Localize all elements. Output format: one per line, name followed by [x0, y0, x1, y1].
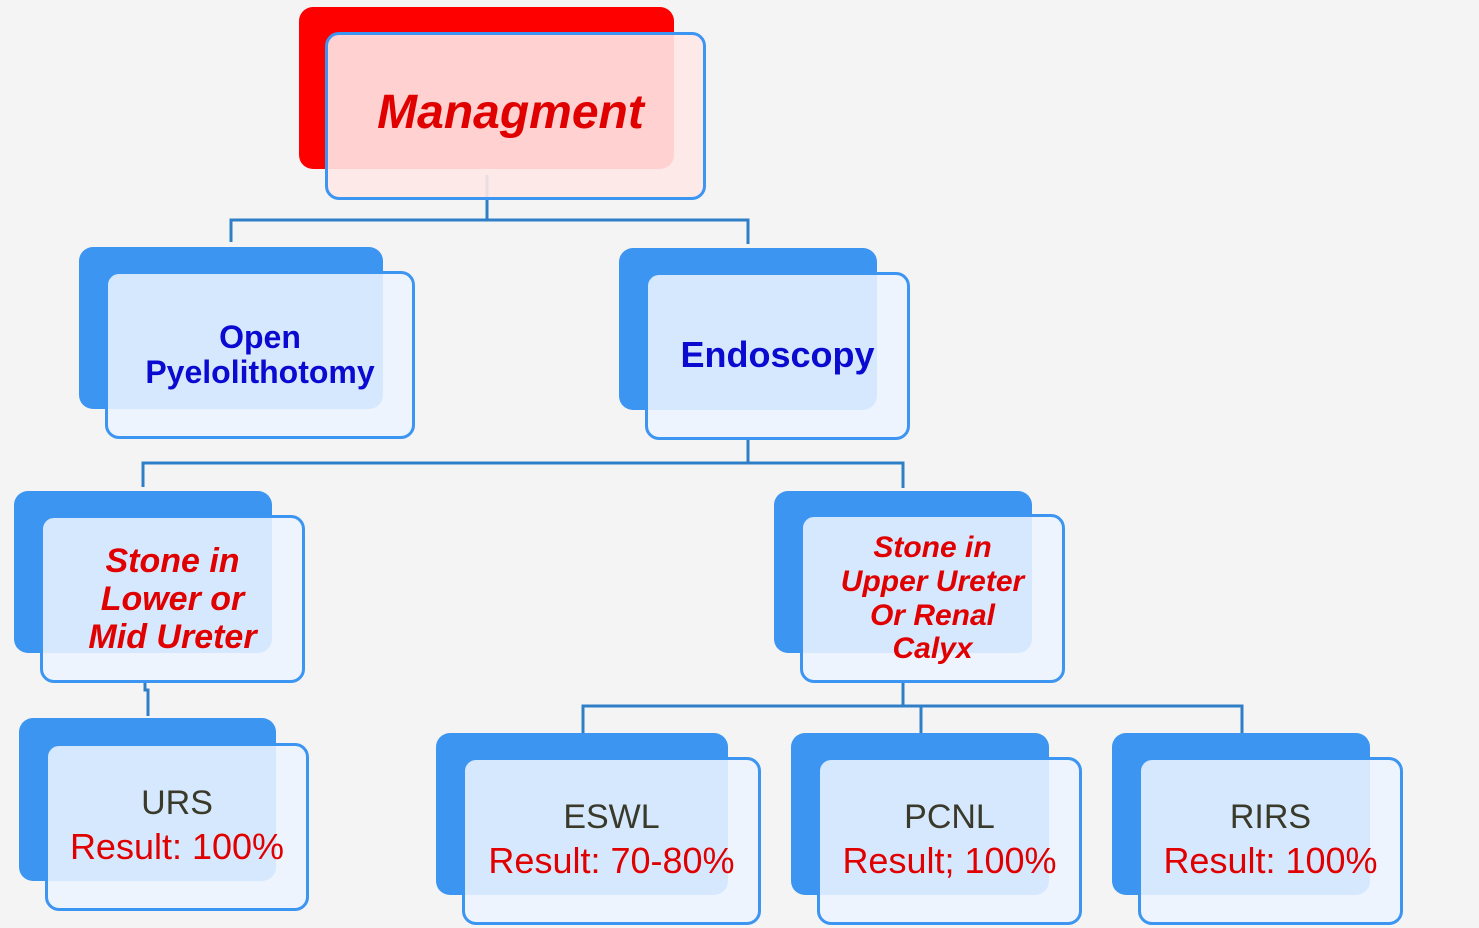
lower-label-line1: Stone in: [105, 541, 240, 580]
connector-lower-urs: [143, 683, 150, 716]
root-title: Managment: [377, 85, 644, 139]
endoscopy-node-box: Endoscopy: [645, 272, 910, 440]
lower-label-line3: Mid Ureter: [88, 618, 257, 657]
connector-upper-bar: [581, 704, 1244, 733]
upper-label-line3: Or Renal: [869, 598, 996, 632]
urs-result: Result: 100%: [69, 826, 285, 867]
root-node-box: Managment: [325, 32, 706, 200]
upper-label-line4: Calyx: [892, 632, 973, 666]
urs-name: URS: [141, 784, 213, 823]
upper-label-line2: Upper Ureter: [840, 564, 1025, 598]
upper-label-line1: Stone in: [873, 531, 992, 565]
connector-endoscopy-bar: [141, 461, 905, 488]
eswl-name: ESWL: [563, 798, 660, 837]
rirs-node-box: RIRS Result: 100%: [1138, 757, 1403, 925]
rirs-name: RIRS: [1229, 798, 1312, 837]
endoscopy-label: Endoscopy: [680, 334, 875, 376]
lower-label-line2: Lower or: [100, 579, 245, 618]
pcnl-result: Result; 100%: [842, 840, 1057, 881]
pcnl-name: PCNL: [904, 798, 995, 837]
lower-node-box: Stone in Lower or Mid Ureter: [40, 515, 305, 683]
open-label-line2: Pyelolithotomy: [145, 354, 375, 390]
connector-root-bar: [229, 218, 750, 244]
open-label-line1: Open: [219, 318, 301, 355]
upper-node-box: Stone in Upper Ureter Or Renal Calyx: [800, 514, 1065, 683]
urs-node-box: URS Result: 100%: [45, 743, 309, 911]
pcnl-node-box: PCNL Result; 100%: [817, 757, 1082, 925]
eswl-node-box: ESWL Result: 70-80%: [462, 757, 761, 925]
open-node-box: Open Pyelolithotomy: [105, 271, 415, 439]
rirs-result: Result: 100%: [1163, 840, 1378, 881]
eswl-result: Result: 70-80%: [488, 840, 735, 881]
